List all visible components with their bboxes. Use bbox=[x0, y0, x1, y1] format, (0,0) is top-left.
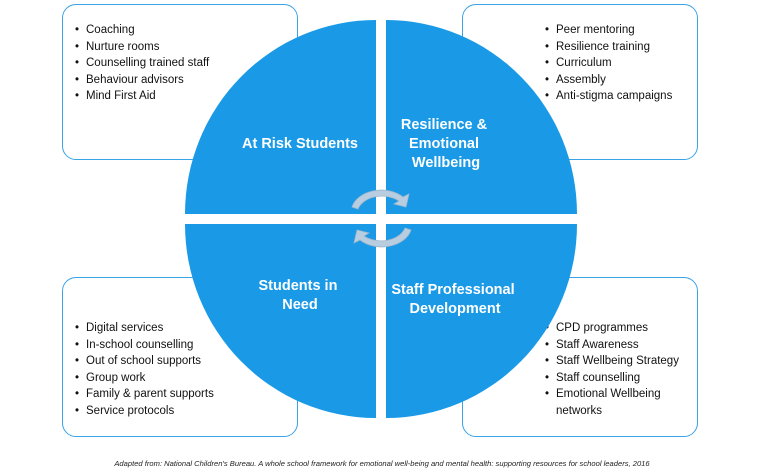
label-line: Students in bbox=[259, 278, 338, 294]
list-item: In-school counselling bbox=[75, 337, 214, 354]
source-credit: Adapted from: National Children's Bureau… bbox=[114, 459, 650, 468]
list-item: Behaviour advisors bbox=[75, 72, 209, 89]
quadrant-top-left bbox=[185, 20, 376, 214]
list-item: Service protocols bbox=[75, 403, 214, 420]
quadrant-bottom-left bbox=[185, 224, 376, 418]
list-item: Peer mentoring bbox=[545, 22, 672, 39]
label-line: Development bbox=[409, 301, 500, 317]
circular-arrows-icon bbox=[351, 189, 412, 248]
list-item: Staff counselling bbox=[545, 370, 695, 387]
list-item: Resilience training bbox=[545, 39, 672, 56]
list-item: Digital services bbox=[75, 320, 214, 337]
list-item: Family & parent supports bbox=[75, 386, 214, 403]
list-students-in-need: Digital services In-school counselling O… bbox=[75, 320, 214, 419]
quadrant-bottom-right bbox=[386, 224, 577, 418]
quadrant-label-resilience: Resilience & Emotional Wellbeing bbox=[401, 117, 491, 171]
quadrant-label-at-risk: At Risk Students bbox=[242, 136, 358, 152]
list-item: Coaching bbox=[75, 22, 209, 39]
list-item: Anti-stigma campaigns bbox=[545, 88, 672, 105]
list-item: Counselling trained staff bbox=[75, 55, 209, 72]
list-item: Curriculum bbox=[545, 55, 672, 72]
label-line: Need bbox=[282, 297, 317, 313]
list-item: Mind First Aid bbox=[75, 88, 209, 105]
list-item: Emotional Wellbeing networks bbox=[545, 386, 695, 419]
list-staff-development: CPD programmes Staff Awareness Staff Wel… bbox=[545, 320, 695, 419]
list-item: Out of school supports bbox=[75, 353, 214, 370]
quadrant-label-staff-development: Staff Professional Development bbox=[391, 282, 518, 317]
label-line: Emotional bbox=[409, 136, 479, 152]
label-line: Staff Professional bbox=[391, 282, 514, 298]
label-line: Resilience & bbox=[401, 117, 488, 133]
list-item: Group work bbox=[75, 370, 214, 387]
arrow-top-icon bbox=[351, 189, 410, 210]
list-item: Staff Awareness bbox=[545, 337, 695, 354]
label-line: Wellbeing bbox=[412, 155, 480, 171]
quadrant-top-right bbox=[386, 20, 577, 214]
label-line: At Risk Students bbox=[242, 136, 358, 152]
list-item: Staff Wellbeing Strategy bbox=[545, 353, 695, 370]
list-item: Assembly bbox=[545, 72, 672, 89]
list-item: Nurture rooms bbox=[75, 39, 209, 56]
arrow-bottom-icon bbox=[353, 227, 412, 248]
list-resilience-wellbeing: Peer mentoring Resilience training Curri… bbox=[545, 22, 672, 105]
list-at-risk-students: Coaching Nurture rooms Counselling train… bbox=[75, 22, 209, 105]
quadrant-label-students-in-need: Students in Need bbox=[259, 278, 342, 313]
